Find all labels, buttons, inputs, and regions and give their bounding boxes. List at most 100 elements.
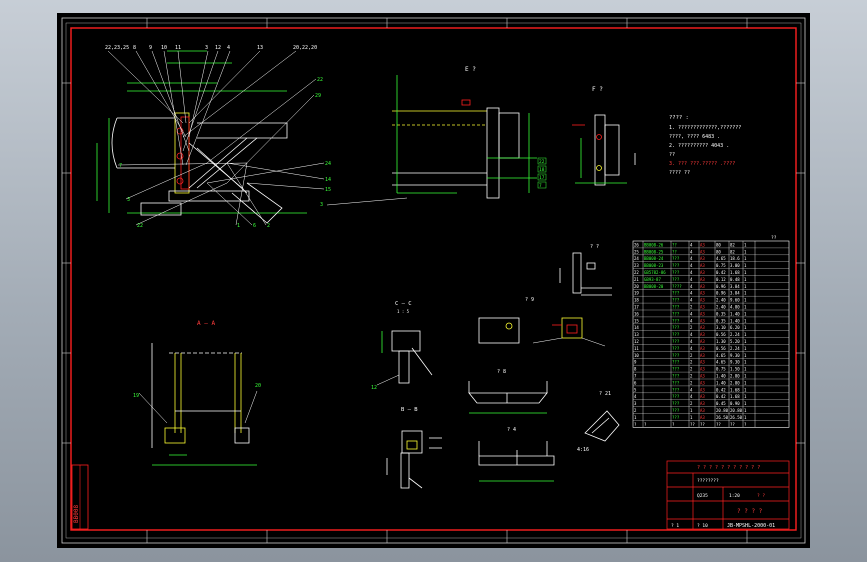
view-e-callout-3: 3 [320, 202, 323, 208]
bom-cell: 0.75 [716, 263, 726, 268]
bom-footer-cell: ? [672, 422, 675, 427]
bom-cell: ???? [672, 284, 682, 289]
bom-cell: 4 [690, 263, 693, 268]
bom-cell: BB008-23 [644, 263, 664, 268]
front-side-callout: 14 [325, 177, 331, 183]
bom-cell: ??? [672, 374, 680, 379]
bom-cell: 23 [634, 263, 639, 268]
bom-cell: 4.65 [716, 360, 726, 365]
notes-line: ?? [669, 152, 675, 158]
view-i-title: ? 8 [497, 369, 506, 375]
bom-cell: 9 [634, 360, 637, 365]
view-k-title: ? 21 [599, 391, 611, 397]
bom-cell: 0.42 [716, 270, 726, 275]
front-side-callout: 22 [317, 77, 323, 83]
front-side-leader [125, 162, 208, 200]
bom-cell: 1 [744, 318, 747, 323]
notes-line: ????, ???? 6483 . [669, 134, 720, 140]
bom-cell: 1 [744, 256, 747, 261]
front-top-leader [182, 50, 297, 138]
bom-cell: 6 [634, 380, 637, 385]
bom-cell: 1 [744, 249, 747, 254]
front-top-callout: 3 [205, 45, 208, 51]
bom-cell: 1.40 [716, 374, 726, 379]
bom-cell: A3 [700, 318, 705, 323]
bom-cell: 4 [690, 332, 693, 337]
notes-line: 1. ?????????????,??????? [669, 125, 741, 131]
bom-cell: ??? [672, 339, 680, 344]
bom-cell: 1 [744, 360, 747, 365]
bom-cell: 4 [690, 394, 693, 399]
bom-cell: 2 [690, 360, 693, 365]
view-cc-scale: 1 : 5 [397, 309, 410, 314]
bom-cell: 82 [730, 249, 735, 254]
bom-cell: 0.12 [716, 277, 726, 282]
front-side-callout: 7 [119, 163, 122, 169]
view-e-callout-box [537, 173, 547, 181]
bom-cell: 1 [744, 346, 747, 351]
notes-line: ???? ?? [669, 170, 690, 176]
front-side-callout: 2 [267, 223, 270, 229]
bom-cell: 16 [634, 311, 639, 316]
front-side-leader [226, 94, 315, 184]
front-side-leader [206, 162, 325, 184]
bom-cell: 7 [634, 374, 637, 379]
bom-cell: 4.65 [716, 353, 726, 358]
bom-cell: 1 [744, 401, 747, 406]
bom-cell: 1 [744, 387, 747, 392]
bom-cell: 4 [690, 339, 693, 344]
title-sheet: ? 1 [671, 523, 679, 529]
bom-footer: ???????????? [634, 422, 747, 427]
bom-cell: 1.50 [730, 367, 740, 372]
bom-cell: 0.75 [716, 367, 726, 372]
bom-cell: A3 [700, 242, 705, 247]
bom-cell: 1 [744, 332, 747, 337]
bom-cell: 21 [634, 277, 639, 282]
bom-cell: 0.48 [730, 277, 740, 282]
bom-cell: GB93-87 [644, 277, 661, 282]
sheet-frame [61, 17, 806, 544]
bom-cell: A3 [700, 360, 705, 365]
bom-cell: 82 [730, 242, 735, 247]
title-material: Q235 [697, 493, 708, 499]
bom-footer-cell: ? [634, 422, 637, 427]
bom-cell: A3 [700, 380, 705, 385]
front-side-callout: 22 [137, 223, 143, 229]
view-cc-callout: 12 [371, 385, 377, 391]
view-h: ? 9 [478, 297, 606, 347]
front-top-callout: 9 [149, 45, 152, 51]
view-e-callout: 7 [539, 183, 542, 189]
bom-cell: 4 [690, 311, 693, 316]
bom-cell: 0.42 [716, 394, 726, 399]
bom-cell: ??? [672, 346, 680, 351]
bom-cell: 26.50 [730, 415, 743, 420]
front-side-callout: 24 [325, 161, 331, 167]
bom-cell: A3 [700, 401, 705, 406]
bom-cell: 2 [634, 408, 637, 413]
bom-cell: 1 [744, 408, 747, 413]
bom-cell: 11 [634, 346, 639, 351]
bom-cell: A3 [700, 325, 705, 330]
bom-cell: 2 [690, 380, 693, 385]
bom-cell: 1.40 [716, 380, 726, 385]
bom-cell: GB5782-86 [644, 270, 666, 275]
bom-cell: 6.20 [730, 325, 740, 330]
front-top-leader [182, 50, 219, 152]
bom-cell: 0.90 [730, 401, 740, 406]
bom-cell: 26.50 [716, 415, 729, 420]
bom-cell: 4.65 [716, 256, 726, 261]
drawing-title: ? ? ? ? [737, 508, 763, 515]
view-e-callout-box [537, 157, 547, 165]
view-i: ? 8 [468, 369, 548, 414]
notes-heading: ???? : [669, 115, 689, 121]
bom-cell: BB008-20 [644, 284, 664, 289]
bom-cell: 9.30 [730, 360, 740, 365]
bom-cell: 1 [744, 339, 747, 344]
bom-cell: A3 [700, 305, 705, 310]
bom-cell: 2.40 [716, 305, 726, 310]
